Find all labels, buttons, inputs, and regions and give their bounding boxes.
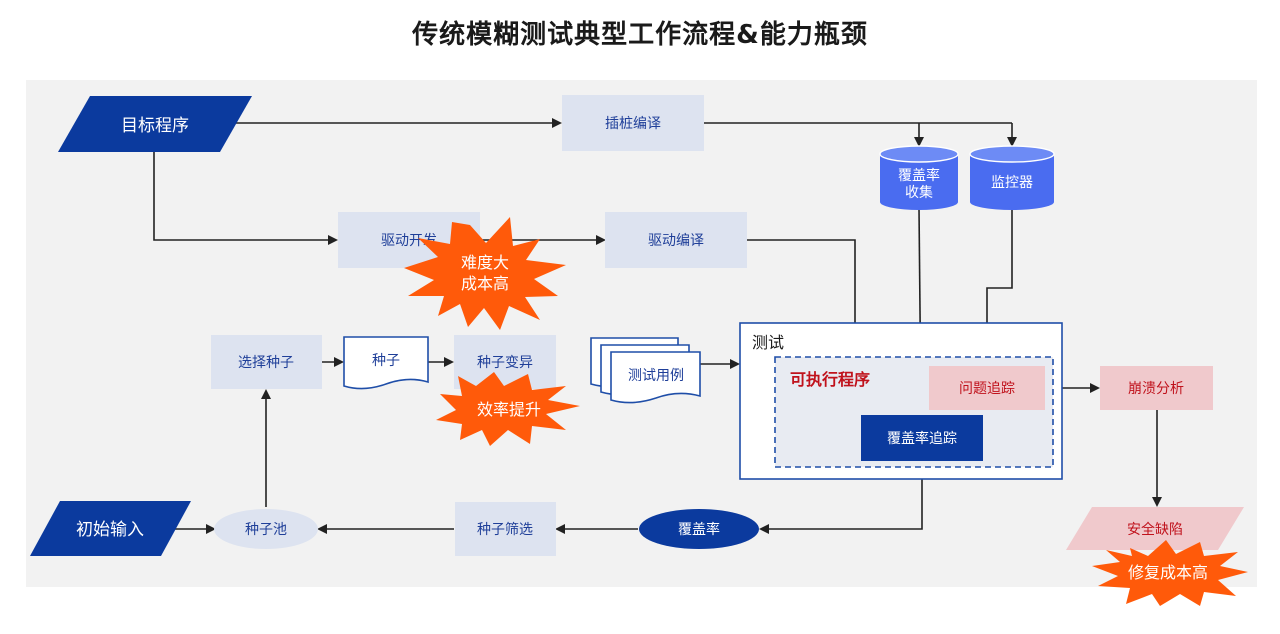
executable-label: 可执行程序 xyxy=(790,370,870,389)
seed-label: 种子 xyxy=(372,353,400,369)
burst-hard-costly: 难度大 成本高 xyxy=(404,217,566,330)
seed-filter-node: 种子筛选 xyxy=(455,502,556,556)
coverage-node: 覆盖率 xyxy=(639,509,759,549)
instrument-compile-label: 插桩编译 xyxy=(605,115,661,132)
issue-trace-node: 问题追踪 xyxy=(929,366,1045,410)
issue-trace-label: 问题追踪 xyxy=(959,381,1015,397)
initial-input-label: 初始输入 xyxy=(76,520,144,540)
seed-mutate-label: 种子变异 xyxy=(477,355,533,371)
crash-analysis-label: 崩溃分析 xyxy=(1128,381,1184,397)
test-cases-node: 测试用例 xyxy=(590,337,701,404)
seed-pool-node: 种子池 xyxy=(214,509,318,549)
select-seed-label: 选择种子 xyxy=(238,355,294,371)
burst-hard-line1: 难度大 xyxy=(461,253,509,272)
seed-filter-label: 种子筛选 xyxy=(477,522,533,538)
initial-input-node: 初始输入 xyxy=(30,501,191,556)
instrument-compile-node: 插桩编译 xyxy=(562,95,704,151)
select-seed-node: 选择种子 xyxy=(211,335,322,389)
coverage-collect-label-line2: 收集 xyxy=(905,184,933,201)
edge-coverage-trace-to-coverage xyxy=(759,462,923,534)
edge-driver-compile-to-executable xyxy=(747,239,860,354)
burst-efficiency-label: 效率提升 xyxy=(477,400,541,419)
driver-compile-node: 驱动编译 xyxy=(605,212,747,268)
seed-pool-label: 种子池 xyxy=(245,522,287,538)
target-program-label: 目标程序 xyxy=(121,116,189,136)
burst-fix-cost-label: 修复成本高 xyxy=(1128,563,1208,582)
coverage-collect-label-line1: 覆盖率 xyxy=(898,167,940,184)
burst-efficiency: 效率提升 xyxy=(436,372,580,446)
security-bug-label: 安全缺陷 xyxy=(1127,521,1183,538)
coverage-trace-node: 覆盖率追踪 xyxy=(861,415,983,461)
seed-document-node: 种子 xyxy=(343,336,429,390)
page-title: 传统模糊测试典型工作流程&能力瓶颈 xyxy=(412,20,868,50)
coverage-collect-cylinder: 覆盖率 收集 xyxy=(879,145,959,210)
burst-fix-cost: 修复成本高 xyxy=(1092,540,1248,606)
test-frame-label: 测试 xyxy=(752,333,784,352)
coverage-label: 覆盖率 xyxy=(678,521,720,538)
burst-hard-line2: 成本高 xyxy=(461,274,509,293)
seed-mutate-node: 种子变异 xyxy=(454,335,556,389)
edge-target-to-driver-dev xyxy=(153,152,338,245)
monitor-label: 监控器 xyxy=(991,175,1033,191)
monitor-cylinder: 监控器 xyxy=(969,145,1055,210)
edge-instrument-to-coverage-collect xyxy=(704,122,1012,145)
security-bug-node: 安全缺陷 xyxy=(1066,507,1244,550)
driver-dev-label: 驱动开发 xyxy=(381,233,437,249)
coverage-trace-label: 覆盖率追踪 xyxy=(887,430,957,447)
test-cases-label: 测试用例 xyxy=(628,368,684,384)
crash-analysis-node: 崩溃分析 xyxy=(1100,366,1213,410)
driver-compile-label: 驱动编译 xyxy=(648,233,704,249)
target-program-node: 目标程序 xyxy=(58,96,252,152)
